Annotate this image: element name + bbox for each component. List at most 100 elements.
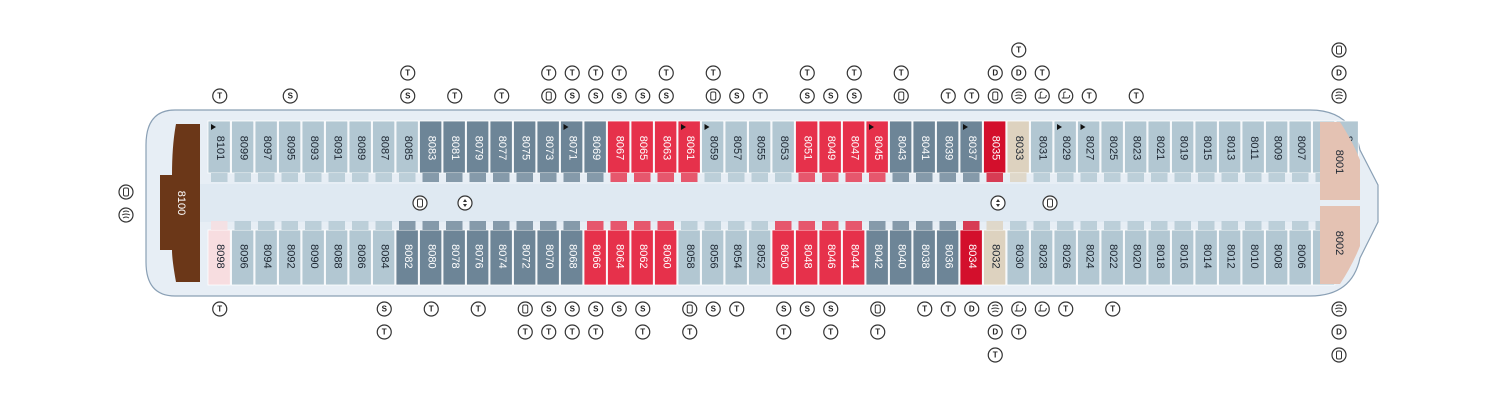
cabin-8011[interactable]: 8011 <box>1241 120 1265 182</box>
cabin-8094[interactable]: 8094 <box>254 221 278 286</box>
cabin-8029[interactable]: 8029 <box>1053 120 1077 182</box>
cabin-8089[interactable]: 8089 <box>348 120 372 182</box>
cabin-8051[interactable]: 8051 <box>795 120 819 182</box>
cabin-8049[interactable]: 8049 <box>818 120 842 182</box>
cabin-8035[interactable]: 8035 <box>983 120 1007 182</box>
cabin-8083[interactable]: 8083 <box>419 120 443 182</box>
cabin-8096[interactable]: 8096 <box>231 221 255 286</box>
cabin-8023[interactable]: 8023 <box>1124 120 1148 182</box>
cabin-8007[interactable]: 8007 <box>1288 120 1312 182</box>
cabin-8075[interactable]: 8075 <box>513 120 537 182</box>
cabin-8044[interactable]: 8044 <box>842 221 866 286</box>
cabin-8045[interactable]: 8045 <box>865 120 889 182</box>
cabin-8085[interactable]: 8085 <box>395 120 419 182</box>
cabin-8043[interactable]: 8043 <box>889 120 913 182</box>
cabin-8032[interactable]: 8032 <box>983 221 1007 286</box>
cabin-8087[interactable]: 8087 <box>372 120 396 182</box>
cabin-8062[interactable]: 8062 <box>630 221 654 286</box>
cabin-8056[interactable]: 8056 <box>701 221 725 286</box>
cabin-8053[interactable]: 8053 <box>771 120 795 182</box>
cabin-8030[interactable]: 8030 <box>1006 221 1030 286</box>
cabin-8076[interactable]: 8076 <box>466 221 490 286</box>
cabin-8027[interactable]: 8027 <box>1077 120 1101 182</box>
cabin-8079[interactable]: 8079 <box>466 120 490 182</box>
cabin-8024[interactable]: 8024 <box>1077 221 1101 286</box>
cabin-8084[interactable]: 8084 <box>372 221 396 286</box>
cabin-8050[interactable]: 8050 <box>771 221 795 286</box>
cabin-8019[interactable]: 8019 <box>1171 120 1195 182</box>
cabin-8064[interactable]: 8064 <box>607 221 631 286</box>
cabin-8070[interactable]: 8070 <box>536 221 560 286</box>
cabin-8068[interactable]: 8068 <box>560 221 584 286</box>
cabin-8014[interactable]: 8014 <box>1194 221 1218 286</box>
cabin-8046[interactable]: 8046 <box>818 221 842 286</box>
cabin-8060[interactable]: 8060 <box>654 221 678 286</box>
cabin-8025[interactable]: 8025 <box>1100 120 1124 182</box>
cabin-8038[interactable]: 8038 <box>912 221 936 286</box>
cabin-8034[interactable]: 8034 <box>959 221 983 286</box>
cabin-8073[interactable]: 8073 <box>536 120 560 182</box>
cabin-8099[interactable]: 8099 <box>231 120 255 182</box>
cabin-8091[interactable]: 8091 <box>325 120 349 182</box>
cabin-8077[interactable]: 8077 <box>489 120 513 182</box>
cabin-number: 8095 <box>284 136 296 160</box>
cabin-8052[interactable]: 8052 <box>748 221 772 286</box>
cabin-8088[interactable]: 8088 <box>325 221 349 286</box>
cabin-8033[interactable]: 8033 <box>1006 120 1030 182</box>
cabin-8082[interactable]: 8082 <box>395 221 419 286</box>
cabin-8036[interactable]: 8036 <box>936 221 960 286</box>
cabin-8006[interactable]: 8006 <box>1288 221 1312 286</box>
cabin-8061[interactable]: 8061 <box>677 120 701 182</box>
cabin-8095[interactable]: 8095 <box>278 120 302 182</box>
cabin-8090[interactable]: 8090 <box>301 221 325 286</box>
cabin-8080[interactable]: 8080 <box>419 221 443 286</box>
cabin-8015[interactable]: 8015 <box>1194 120 1218 182</box>
cabin-8078[interactable]: 8078 <box>442 221 466 286</box>
suite-8001[interactable]: 8001 <box>1320 122 1360 200</box>
cabin-8086[interactable]: 8086 <box>348 221 372 286</box>
suite-8002[interactable]: 8002 <box>1320 206 1360 284</box>
cabin-8063[interactable]: 8063 <box>654 120 678 182</box>
cabin-8072[interactable]: 8072 <box>513 221 537 286</box>
cabin-8010[interactable]: 8010 <box>1241 221 1265 286</box>
cabin-8054[interactable]: 8054 <box>724 221 748 286</box>
cabin-8066[interactable]: 8066 <box>583 221 607 286</box>
cabin-8041[interactable]: 8041 <box>912 120 936 182</box>
cabin-8037[interactable]: 8037 <box>959 120 983 182</box>
cabin-8022[interactable]: 8022 <box>1100 221 1124 286</box>
cabin-8069[interactable]: 8069 <box>583 120 607 182</box>
cabin-8031[interactable]: 8031 <box>1030 120 1054 182</box>
cabin-8021[interactable]: 8021 <box>1147 120 1171 182</box>
cabin-8020[interactable]: 8020 <box>1124 221 1148 286</box>
cabin-8059[interactable]: 8059 <box>701 120 725 182</box>
cabin-8097[interactable]: 8097 <box>254 120 278 182</box>
cabin-8055[interactable]: 8055 <box>748 120 772 182</box>
cabin-8013[interactable]: 8013 <box>1218 120 1242 182</box>
cabin-8071[interactable]: 8071 <box>560 120 584 182</box>
cabin-8009[interactable]: 8009 <box>1265 120 1289 182</box>
cabin-8081[interactable]: 8081 <box>442 120 466 182</box>
cabin-8065[interactable]: 8065 <box>630 120 654 182</box>
cabin-8058[interactable]: 8058 <box>677 221 701 286</box>
cabin-8008[interactable]: 8008 <box>1265 221 1289 286</box>
cabin-8057[interactable]: 8057 <box>724 120 748 182</box>
cabin-number: 8058 <box>684 244 696 268</box>
cabin-8067[interactable]: 8067 <box>607 120 631 182</box>
symbol-t-icon: T <box>635 324 651 340</box>
cabin-8093[interactable]: 8093 <box>301 120 325 182</box>
cabin-8092[interactable]: 8092 <box>278 221 302 286</box>
cabin-8098[interactable]: 8098 <box>207 221 231 286</box>
cabin-8039[interactable]: 8039 <box>936 120 960 182</box>
cabin-8047[interactable]: 8047 <box>842 120 866 182</box>
cabin-8018[interactable]: 8018 <box>1147 221 1171 286</box>
cabin-8048[interactable]: 8048 <box>795 221 819 286</box>
cabin-8012[interactable]: 8012 <box>1218 221 1242 286</box>
cabin-8026[interactable]: 8026 <box>1053 221 1077 286</box>
cabin-8028[interactable]: 8028 <box>1030 221 1054 286</box>
cabin-8040[interactable]: 8040 <box>889 221 913 286</box>
suite-8100[interactable]: 8100 <box>160 124 200 282</box>
cabin-8042[interactable]: 8042 <box>865 221 889 286</box>
cabin-8016[interactable]: 8016 <box>1171 221 1195 286</box>
cabin-8101[interactable]: 8101 <box>207 120 231 182</box>
cabin-8074[interactable]: 8074 <box>489 221 513 286</box>
